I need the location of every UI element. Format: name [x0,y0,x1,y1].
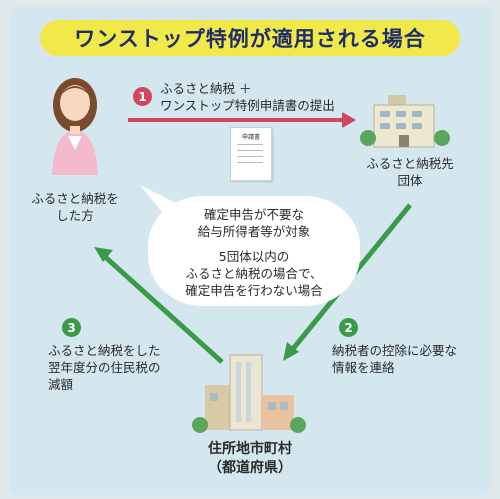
step1-badge: 1 [133,87,152,106]
destination-label-line2: 団体 [397,173,423,188]
arrow-step1 [128,112,356,128]
document-label: 申請書 [241,134,260,141]
bubble-line3: 5団体以内の [218,249,290,264]
bubble-line1: 確定申告が不要な [203,207,304,222]
step3-badge: 3 [62,318,81,337]
document-line [237,144,263,145]
destination-label-line1: ふるさと納税先 [366,156,454,171]
bubble-line4: ふるさと納税の場合で、 [185,266,323,281]
step1-line1: ふるさと納税 ＋ [160,81,252,96]
step3-line1: ふるさと納税をした [48,343,161,358]
person-label-line2: した方 [56,208,94,223]
residence-label-line2: （都道府県） [208,460,292,476]
municipality-building-icon [360,95,450,148]
residence-label: 住所地市町村 （都道府県） [175,440,325,478]
application-form-document: 申請書 [230,127,272,181]
person-label: ふるさと納税を した方 [20,190,130,224]
residence-label-line1: 住所地市町村 [208,441,292,457]
person-icon [52,78,98,175]
bubble-text: 確定申告が不要な 給与所得者等が対象 5団体以内の ふるさと納税の場合で、 確定… [160,206,348,299]
step2-line2: 情報を連絡 [332,360,395,375]
document-line [237,150,263,151]
arrow-step3 [94,247,224,364]
speech-bubble [148,196,360,306]
step2-badge: 2 [339,318,358,337]
step1-line2: ワンストップ特例申請書の提出 [160,98,335,113]
step3-text: ふるさと納税をした 翌年度分の住民税の 減額 [48,342,161,393]
bubble-line5: 確定申告を行わない場合 [185,283,323,298]
page-title: ワンストップ特例が適用される場合 [74,27,426,51]
step1-text: ふるさと納税 ＋ ワンストップ特例申請書の提出 [160,80,335,114]
destination-label: ふるさと納税先 団体 [355,155,465,189]
bubble-line2: 給与所得者等が対象 [197,224,311,239]
step3-line2: 翌年度分の住民税の [48,360,161,375]
city-buildings-icon [192,354,306,433]
step2-line1: 納税者の控除に必要な [332,343,458,358]
step3-line3: 減額 [48,377,74,392]
document-line [237,162,263,163]
person-label-line1: ふるさと納税を [31,191,119,206]
document-line [237,156,263,157]
step2-text: 納税者の控除に必要な 情報を連絡 [332,342,457,376]
title-banner: ワンストップ特例が適用される場合 [40,20,460,56]
